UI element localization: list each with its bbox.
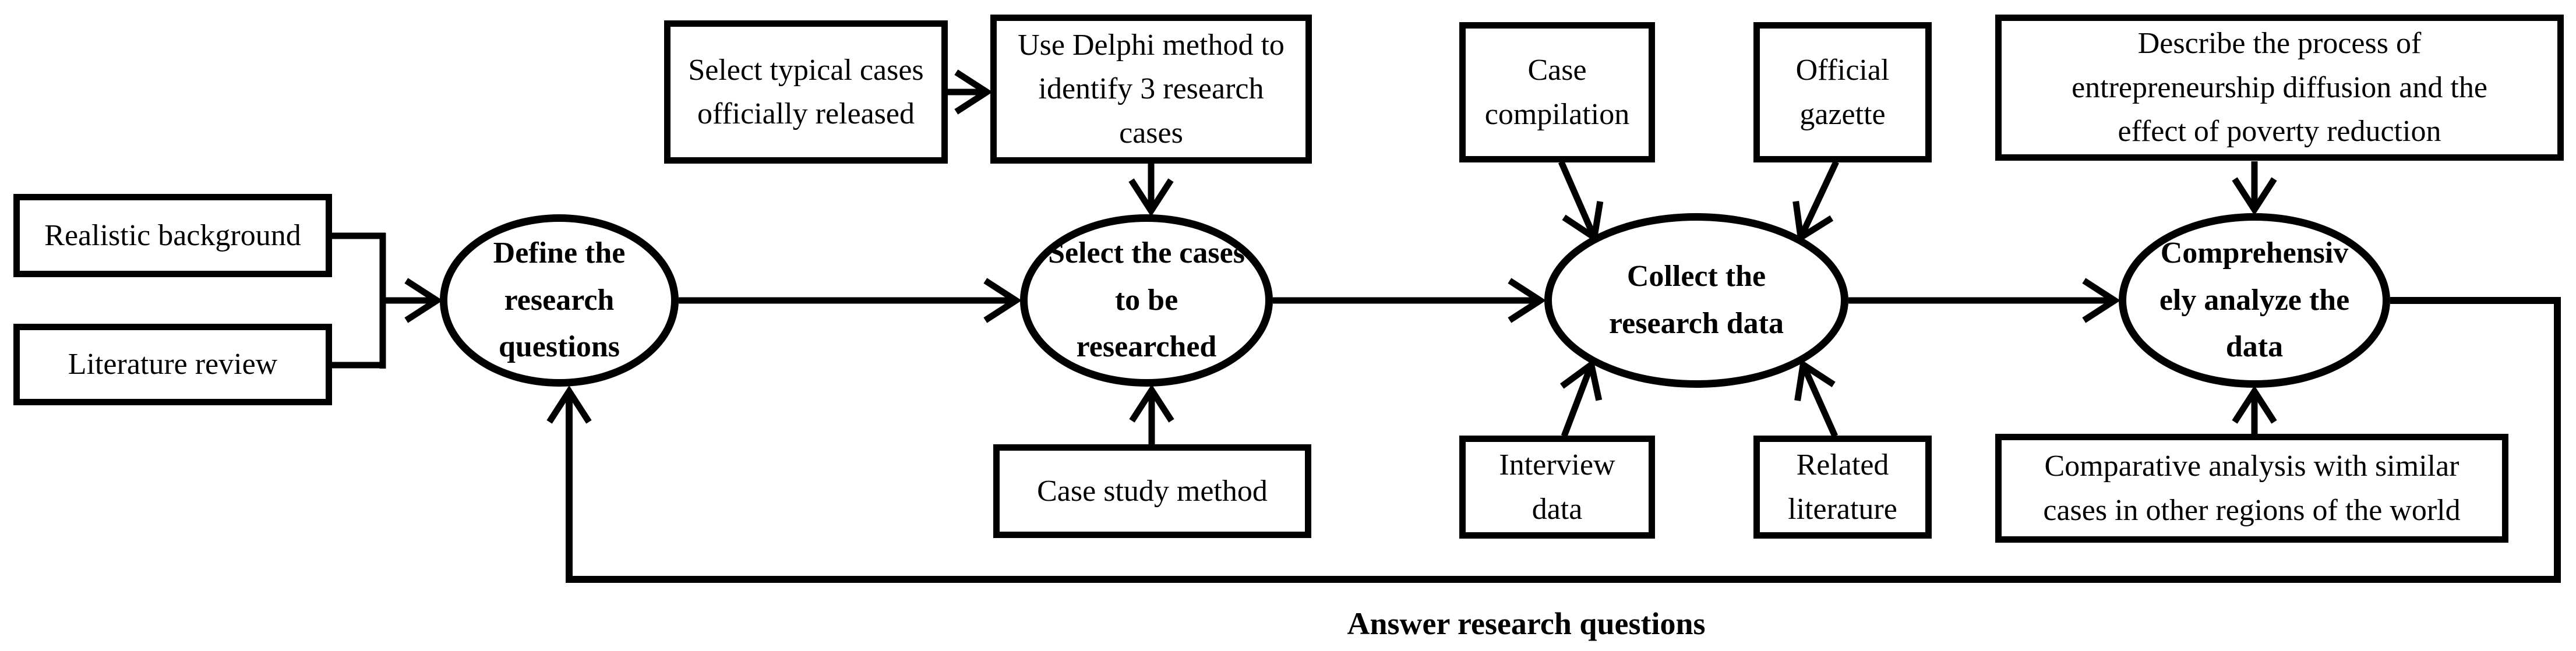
node-label-line: effect of poverty reduction [2118, 115, 2441, 148]
node-label-line: Official [1795, 54, 1890, 87]
node-label-line: research [504, 283, 615, 317]
node-label-line: questions [498, 330, 620, 364]
node-label-line: research data [1609, 307, 1784, 340]
arrow-interview-to-collect [1559, 359, 1603, 437]
node-label-line: Related [1796, 448, 1889, 482]
node-label-line: entrepreneurship diffusion and the [2072, 70, 2487, 104]
node-label-line: Realistic background [44, 218, 301, 252]
node-label-line: Define the [493, 236, 626, 270]
node-label-line: cases [1119, 116, 1183, 150]
node-label-line: Case [1527, 54, 1587, 87]
arrow-gazette-to-collect [1792, 160, 1839, 243]
node-describe-process: Describe the process of entrepreneurship… [1995, 15, 2564, 161]
node-label-line: identify 3 research [1038, 72, 1264, 106]
node-label-line: cases in other regions of the world [2043, 493, 2461, 527]
node-label-line: data [1532, 492, 1583, 526]
node-label-line: Select the cases [1048, 236, 1245, 270]
arrow-feedback-answer-questions [546, 297, 2561, 583]
node-literature-review: Literature review [13, 324, 332, 405]
node-case-study-method: Case study method [993, 444, 1311, 538]
node-label-line: Comparative analysis with similar [2044, 450, 2459, 483]
node-collect-research-data: Collect the research data [1544, 213, 1848, 388]
node-label-line: Describe the process of [2137, 27, 2422, 61]
node-official-gazette: Official gazette [1753, 22, 1932, 162]
node-label-line: Select typical cases [688, 53, 924, 87]
node-label-line: ely analyze the [2159, 283, 2350, 317]
node-label-line: Collect the [1626, 260, 1766, 293]
node-realistic-background: Realistic background [13, 194, 332, 277]
node-label-line: Use Delphi method to [1018, 28, 1285, 62]
node-comparative-analysis: Comparative analysis with similar cases … [1995, 434, 2508, 543]
node-label-line: officially released [697, 97, 915, 130]
node-select-the-cases: Select the cases to be researched [1020, 214, 1273, 387]
node-label-line: to be [1114, 283, 1178, 317]
node-label-line: Case study method [1037, 474, 1268, 508]
feedback-edge-label: Answer research questions [1347, 606, 1706, 641]
node-label-line: gazette [1799, 97, 1886, 131]
node-label-line: data [2225, 330, 2284, 364]
node-label-line: researched [1076, 330, 1217, 364]
node-select-typical-cases: Select typical cases officially released [664, 20, 948, 164]
node-label-line: literature [1788, 492, 1897, 526]
node-interview-data: Interview data [1459, 436, 1655, 539]
node-related-literature: Related literature [1753, 436, 1932, 539]
node-comprehensively-analyze: Comprehensiv ely analyze the data [2119, 213, 2390, 388]
node-label-line: Interview [1499, 448, 1615, 482]
arrow-case-compilation-to-collect [1558, 160, 1604, 243]
node-label-line: compilation [1484, 97, 1630, 131]
node-case-compilation: Case compilation [1459, 22, 1655, 162]
node-label-line: Comprehensiv [2160, 236, 2349, 270]
arrow-related-to-collect [1794, 359, 1839, 438]
node-use-delphi-method: Use Delphi method to identify 3 research… [990, 15, 1312, 164]
node-label-line: Literature review [68, 348, 278, 381]
node-define-research-questions: Define the research questions [440, 214, 679, 387]
